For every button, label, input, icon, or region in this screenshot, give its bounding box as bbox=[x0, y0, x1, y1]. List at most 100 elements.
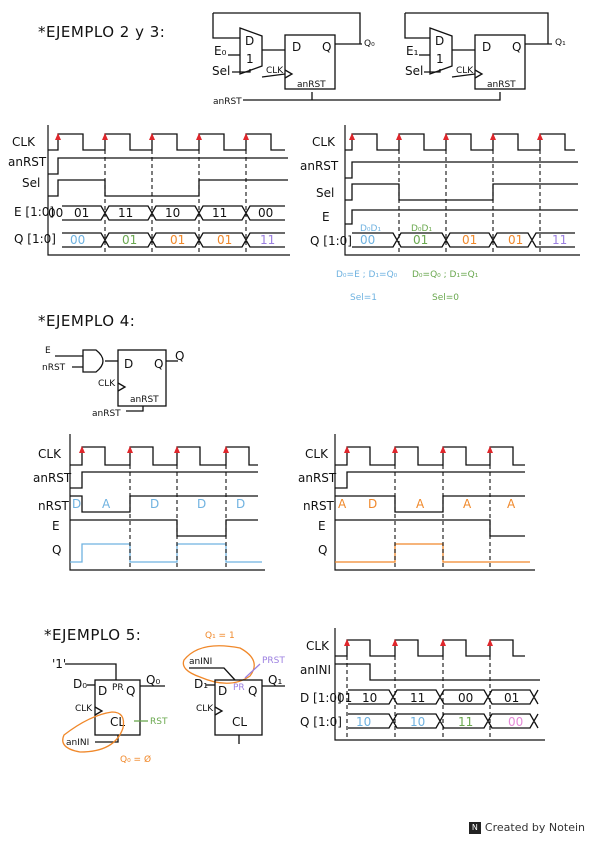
clock-edge-arrow bbox=[487, 446, 493, 453]
clock-edge-arrow bbox=[344, 639, 350, 646]
svg-text:anRST: anRST bbox=[297, 80, 326, 90]
svg-text:E₁: E₁ bbox=[406, 44, 419, 58]
notein-logo-icon: N bbox=[468, 822, 481, 834]
anrst-bus bbox=[243, 92, 501, 101]
svg-text:RST: RST bbox=[150, 717, 168, 727]
svg-text:CLK: CLK bbox=[12, 135, 36, 149]
clock-edge-arrow bbox=[349, 133, 355, 140]
svg-text:E₀: E₀ bbox=[214, 44, 227, 58]
d5-val-0: 01 bbox=[337, 691, 352, 705]
svg-text:Sel: Sel bbox=[316, 186, 334, 200]
svg-text:1: 1 bbox=[246, 52, 254, 66]
d5-val-3: 00 bbox=[458, 691, 473, 705]
svg-text:D: D bbox=[98, 684, 107, 698]
e-val-2: 11 bbox=[118, 206, 133, 220]
clock-edge-arrow bbox=[487, 639, 493, 646]
svg-text:Q: Q bbox=[248, 684, 257, 698]
svg-text:Q: Q bbox=[322, 40, 331, 54]
svg-text:D: D bbox=[482, 40, 491, 54]
svg-text:CLK: CLK bbox=[312, 135, 336, 149]
clock-edge-arrow bbox=[490, 133, 496, 140]
footer-text: Created by Notein bbox=[484, 821, 585, 834]
svg-text:CLK: CLK bbox=[306, 639, 330, 653]
w4l-tag-3: D bbox=[197, 497, 206, 511]
svg-text:Q: Q bbox=[52, 543, 61, 557]
svg-text:1: 1 bbox=[436, 52, 444, 66]
svg-text:nRST: nRST bbox=[303, 499, 335, 513]
and-gate bbox=[82, 349, 104, 373]
clock-edge-arrow bbox=[223, 446, 229, 453]
d5-val-2: 11 bbox=[410, 691, 425, 705]
svg-text:CL: CL bbox=[232, 715, 247, 729]
q5-val-3: 00 bbox=[508, 715, 523, 729]
svg-text:anRST: anRST bbox=[92, 409, 121, 419]
w4r-tag-1: D bbox=[368, 497, 377, 511]
w4r-tag-2: A bbox=[416, 497, 425, 511]
timing-ex5: CLK anINI D [1:0] Q [1:0] bbox=[300, 628, 545, 741]
q-tag-1: D₀D₁ bbox=[411, 224, 432, 234]
svg-text:nRST: nRST bbox=[38, 499, 70, 513]
svg-text:E [1:0]: E [1:0] bbox=[14, 205, 54, 219]
clock-edge-arrow bbox=[443, 133, 449, 140]
svg-text:PRST: PRST bbox=[262, 656, 285, 666]
clock-edge-arrow bbox=[174, 446, 180, 453]
note-d0-e: D₀=E ; D₁=Q₀ bbox=[336, 270, 398, 280]
svg-text:PR: PR bbox=[112, 683, 124, 693]
svg-text:D: D bbox=[435, 34, 444, 48]
e-val-0: 00 bbox=[48, 206, 63, 220]
svg-text:Q₀ = Ø: Q₀ = Ø bbox=[120, 754, 151, 765]
svg-text:'1': '1' bbox=[52, 657, 66, 671]
w4r-tag-3: A bbox=[463, 497, 472, 511]
svg-text:anRST: anRST bbox=[487, 80, 516, 90]
svg-text:PR: PR bbox=[233, 683, 245, 693]
clock-edge-arrow bbox=[440, 639, 446, 646]
timing-ex23-right: CLK anRST Sel E Q [1:0] bbox=[300, 125, 580, 256]
clock-edge-arrow bbox=[102, 133, 108, 140]
svg-text:Q: Q bbox=[154, 357, 163, 371]
q-val-4: 11 bbox=[260, 233, 275, 247]
w4l-tag-0: D bbox=[72, 497, 81, 511]
svg-text:anRST: anRST bbox=[300, 159, 339, 173]
w4l-tag-1: A bbox=[102, 497, 111, 511]
heading-ejemplo-2-3: *EJEMPLO 2 y 3: bbox=[38, 23, 165, 41]
clock-edge-arrow bbox=[392, 639, 398, 646]
clock-edge-arrow bbox=[344, 446, 350, 453]
svg-text:D₁: D₁ bbox=[194, 677, 208, 691]
w4r-tag-4: A bbox=[507, 497, 516, 511]
flipflop-right bbox=[474, 34, 526, 90]
e-val-1: 01 bbox=[74, 206, 89, 220]
svg-text:Sel: Sel bbox=[212, 64, 230, 78]
svg-text:Q₁ = 1: Q₁ = 1 bbox=[205, 631, 235, 641]
svg-text:D: D bbox=[124, 357, 133, 371]
svg-text:CLK: CLK bbox=[266, 66, 284, 76]
svg-text:CL: CL bbox=[110, 715, 125, 729]
q-val-3: 01 bbox=[217, 233, 232, 247]
svg-text:anRST: anRST bbox=[298, 471, 337, 485]
rq-val-0: 00 bbox=[360, 233, 375, 247]
circuit-ex4: E nRST D Q CLK anRST Q anRST bbox=[42, 346, 184, 419]
q-val-0: 00 bbox=[70, 233, 85, 247]
heading-ejemplo-4: *EJEMPLO 4: bbox=[38, 312, 135, 330]
svg-text:anINI: anINI bbox=[300, 663, 331, 677]
timing-ex23-left: CLK anRST Sel E [1:0] Q [1:0] bbox=[8, 125, 290, 256]
mux-left bbox=[239, 27, 263, 75]
q-val-2: 01 bbox=[170, 233, 185, 247]
svg-text:CLK: CLK bbox=[305, 447, 329, 461]
svg-text:anRST: anRST bbox=[33, 471, 72, 485]
e-val-3: 10 bbox=[165, 206, 180, 220]
flipflop-left bbox=[284, 34, 336, 90]
clock-edge-arrow bbox=[196, 133, 202, 140]
svg-text:Q₁: Q₁ bbox=[555, 38, 566, 48]
note-sel-1: Sel=1 bbox=[350, 293, 377, 303]
svg-text:CLK: CLK bbox=[75, 704, 93, 714]
q5-val-2: 11 bbox=[458, 715, 473, 729]
svg-text:Q₁: Q₁ bbox=[268, 673, 282, 687]
svg-text:Q [1:0]: Q [1:0] bbox=[300, 715, 342, 729]
svg-text:Q₀: Q₀ bbox=[364, 39, 375, 49]
circuit-ex23-left: D 1 E₀ Sel D Q CLK anRST Q₀ bbox=[212, 12, 375, 90]
svg-text:E: E bbox=[322, 210, 330, 224]
svg-text:D: D bbox=[245, 34, 254, 48]
q5-val-0: 10 bbox=[356, 715, 371, 729]
q5-val-1: 10 bbox=[410, 715, 425, 729]
